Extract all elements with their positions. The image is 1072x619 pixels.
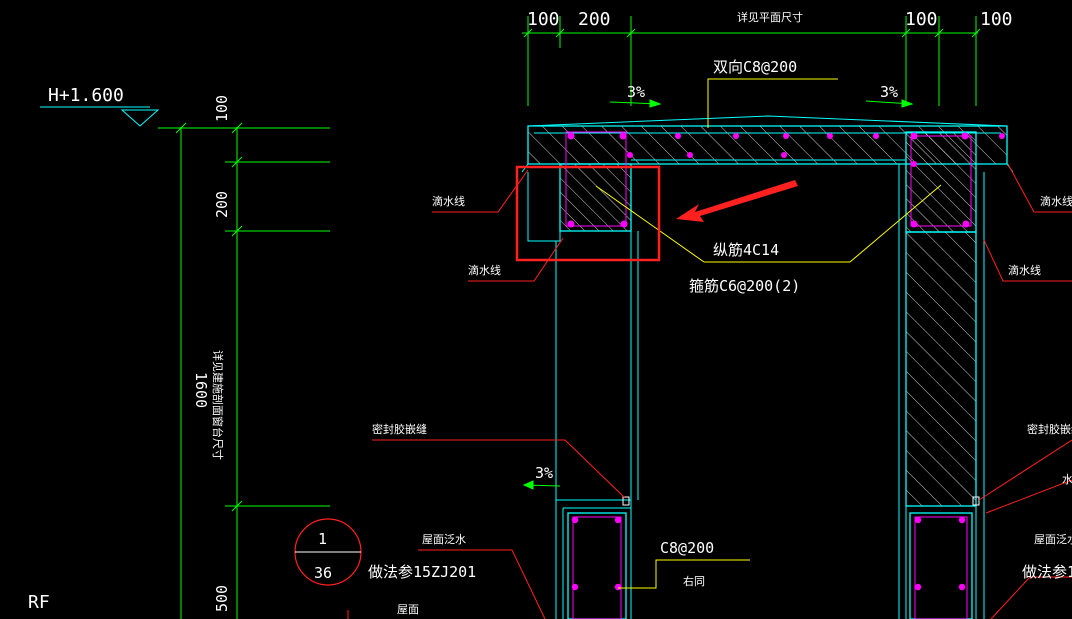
highlight-annotation [515,165,798,262]
rebar-dot [733,133,739,139]
rebar-dot [627,152,633,158]
highlight-box [515,165,661,262]
rebar-dot [961,132,969,140]
left-dimension-chain [158,122,330,619]
detail-ref-top: 1 [318,530,327,548]
rebar-dot [567,132,575,140]
rebar-dot [620,220,628,228]
label-drip-right-1: 滴水线 [1040,194,1072,208]
dim-top-100-right-1: 100 [905,9,938,30]
floor-tag: RF [28,592,50,613]
level-mark [40,106,160,127]
rebar-dot [958,583,966,591]
rebar-dot [614,516,622,524]
highlight-arrow [676,180,798,222]
label-seal-right: 密封胶嵌缝 [1027,422,1072,436]
rebar-dot [567,220,575,228]
level-value: H+1.600 [48,85,124,106]
rebar-dot [910,220,918,228]
rebar-dot [571,583,579,591]
rebar-dot [914,516,922,524]
rebar-dot [962,220,970,228]
label-drip-left-1: 滴水线 [432,194,465,208]
dim-left-1600-note: 详见建施剖面窗台尺寸 [211,350,225,460]
label-roof-waterproof-right: 屋面泛水 [1034,533,1072,546]
label-roof: 屋面 [397,603,419,616]
rebar-dot [614,583,622,591]
rebar-dot [783,133,789,139]
dim-left-100: 100 [213,95,231,122]
rebar-dot [675,133,681,139]
dim-top-100-left: 100 [527,9,560,30]
label-longitudinal-rebar: 纵筋4C14 [713,241,779,259]
detail-reference [294,518,362,586]
lower-left-parapet [555,496,632,619]
dim-top-100-right-2: 100 [980,9,1013,30]
right-column [898,131,985,619]
slope-top-left: 3% [627,83,645,101]
label-seal-left: 密封胶嵌缝 [372,422,427,436]
label-drip-right-2: 滴水线 [1008,263,1041,277]
dim-top-200: 200 [578,9,611,30]
slope-lower-left: 3% [535,464,553,482]
rebars-lower [571,516,966,591]
rebar-dot [781,152,787,158]
rebar-dot [687,152,693,158]
label-practice-left: 做法参15ZJ201 [368,563,476,581]
label-practice-right: 做法参15ZJ [1022,563,1072,581]
detail-ref-bottom: 36 [314,564,332,582]
rebar-dot [914,583,922,591]
rebar-dot [619,132,627,140]
top-dimension-chain [522,16,981,106]
rebar-dot [958,516,966,524]
left-jamb [555,231,639,500]
dim-left-500: 500 [213,585,231,612]
dim-left-1600: 1600 [192,372,210,408]
rebar-dot [910,132,918,140]
rebar-dot [873,133,879,139]
rebar-dot [827,133,833,139]
label-same-above: 右同 [683,574,705,588]
label-double-rebar: 双向C8@200 [713,58,797,76]
rebar-dot [999,133,1005,139]
lower-right-parapet [905,496,980,619]
slope-arrows [522,99,914,490]
label-right-cut: 水 [1062,473,1072,486]
label-roof-waterproof-left: 屋面泛水 [422,533,466,546]
rebars-top [567,132,1005,228]
red-leaders [347,163,1072,619]
rebar-dot [571,516,579,524]
note-leaders [595,78,942,589]
label-drip-left-2: 滴水线 [468,263,501,277]
left-beam [527,131,632,242]
rebar-dot [911,161,917,167]
dim-left-200: 200 [213,191,231,218]
label-stirrup: 箍筋C6@200(2) [689,277,800,295]
dim-top-middle: 详见平面尺寸 [737,10,803,24]
slope-top-right: 3% [880,83,898,101]
label-lower-rebar: C8@200 [660,539,714,557]
